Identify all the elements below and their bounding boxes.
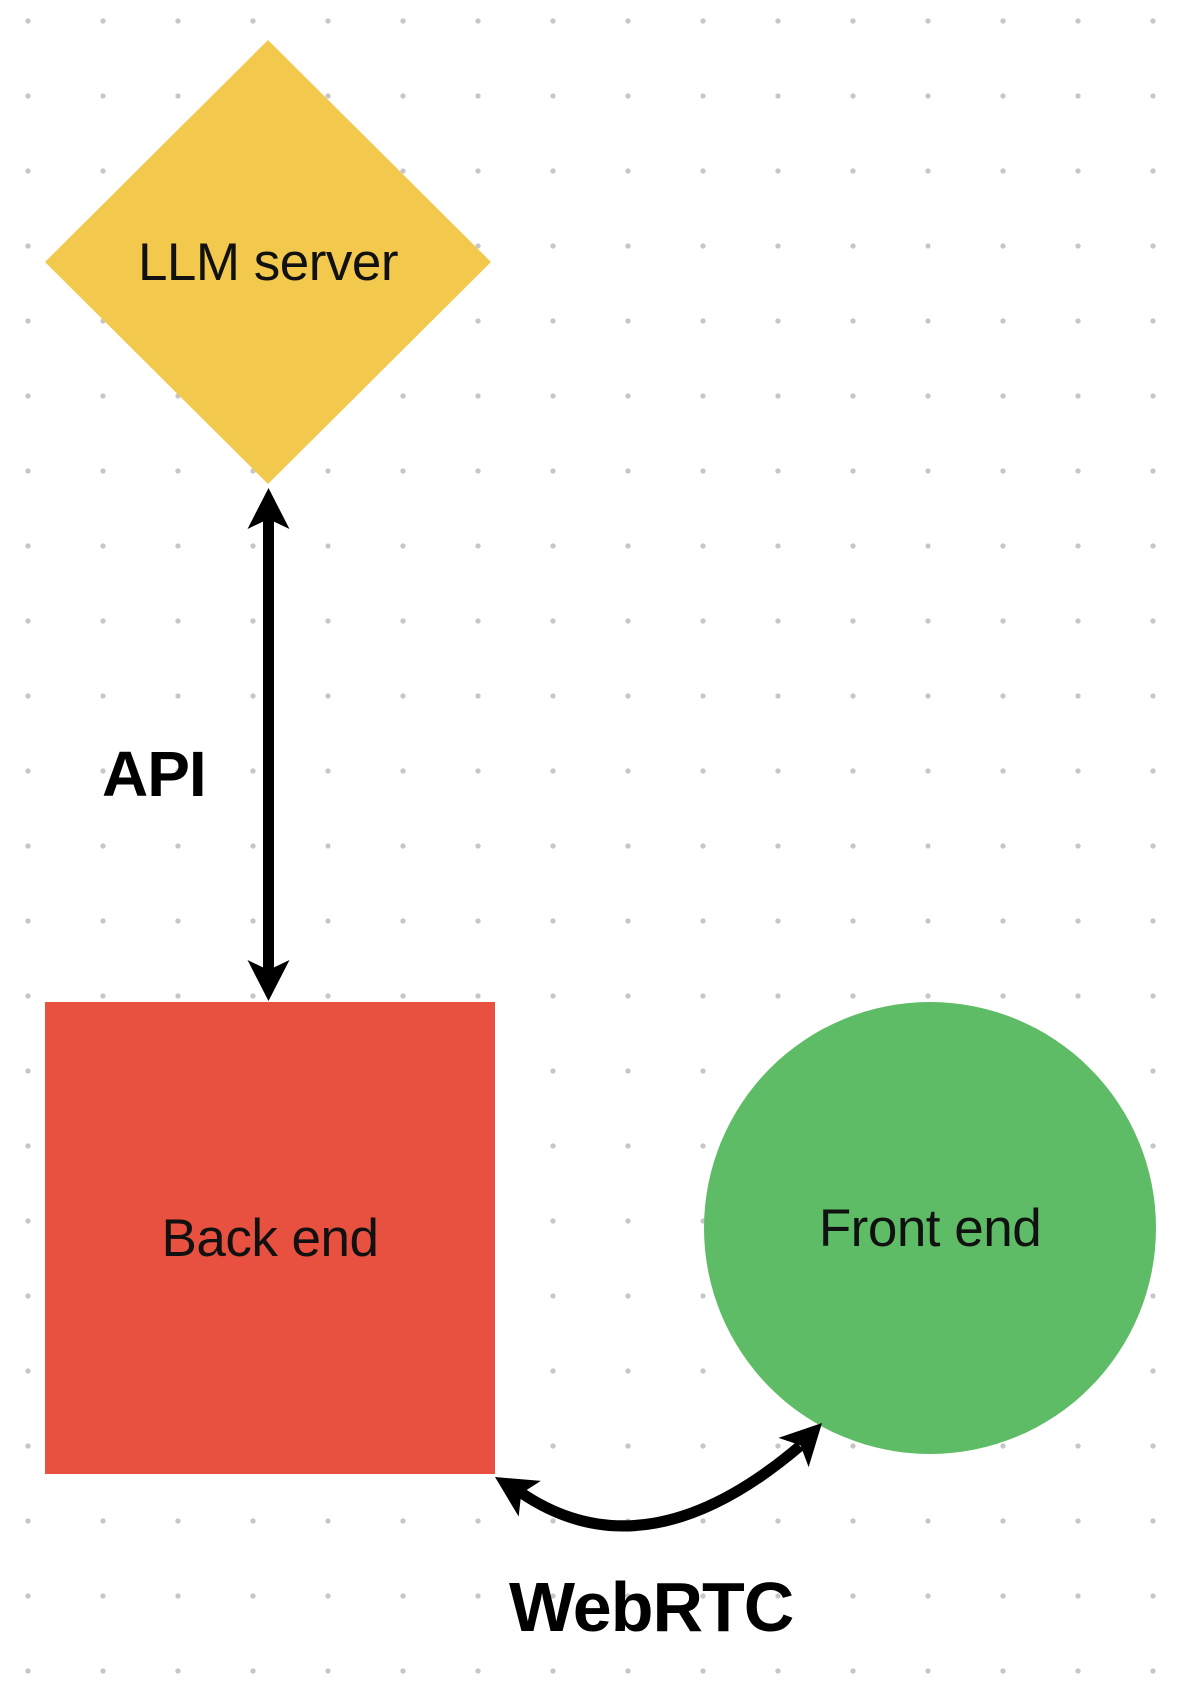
llm-server-diamond-shape[interactable]: LLM server	[45, 40, 491, 484]
webrtc-edge-label[interactable]: WebRTC	[509, 1568, 794, 1646]
back-end-label: Back end	[161, 1208, 379, 1268]
llm-server-label: LLM server	[137, 232, 399, 292]
api-arrowhead-up-icon	[247, 488, 290, 529]
front-end-label: Front end	[818, 1198, 1042, 1258]
webrtc-arrow-connector[interactable]	[484, 1408, 837, 1532]
api-arrowhead-down-icon	[247, 960, 290, 1001]
back-end-square-shape[interactable]: Back end	[45, 1002, 495, 1474]
webrtc-arrowhead-right-icon	[778, 1423, 822, 1468]
front-end-circle-shape[interactable]: Front end	[704, 1002, 1156, 1454]
webrtc-arrowhead-left-icon	[495, 1477, 541, 1517]
api-arrow-connector[interactable]	[247, 488, 290, 1001]
webrtc-arrow-shaft	[516, 1441, 804, 1532]
api-edge-label[interactable]: API	[102, 738, 207, 810]
